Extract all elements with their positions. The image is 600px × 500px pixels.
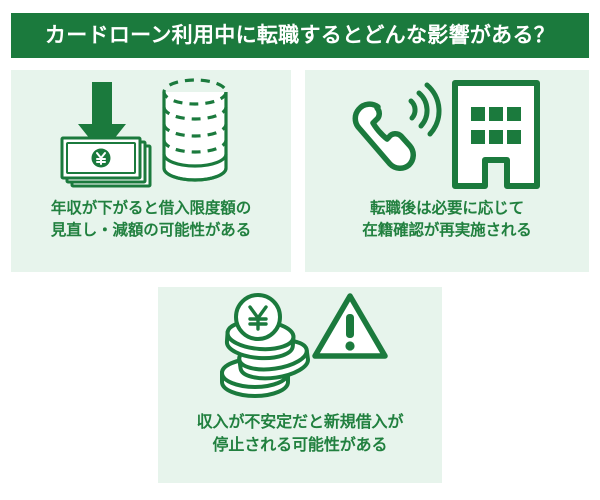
banknote-yen-icon <box>60 136 152 188</box>
card-employment-verification-icon-group <box>305 70 589 198</box>
phone-ringing-icon <box>352 82 442 171</box>
card-income-decrease-icon-group <box>11 70 291 198</box>
card-income-decrease-caption: 年収が下がると借入限度額の 見直し・減額の可能性がある <box>50 200 252 239</box>
yen-coin-pile-icon <box>220 293 310 398</box>
page-title: カードローン利用中に転職するとどんな影響がある？ <box>44 24 556 47</box>
card-employment-verification: 転職後は必要に応じて 在籍確認が再実施される <box>305 70 589 272</box>
office-building-icon <box>452 79 540 189</box>
warning-triangle-icon <box>312 293 388 359</box>
down-arrow-icon <box>78 82 126 154</box>
card-new-borrowing-suspended-caption: 収入が不安定だと新規借入が 停止される可能性がある <box>196 414 404 454</box>
card-new-borrowing-suspended: 収入が不安定だと新規借入が 停止される可能性がある <box>158 287 442 483</box>
card-employment-verification-caption: 転職後は必要に応じて 在籍確認が再実施される <box>362 200 532 239</box>
card-income-decrease: 年収が下がると借入限度額の 見直し・減額の可能性がある <box>11 70 291 272</box>
header-banner: カードローン利用中に転職するとどんな影響がある？ <box>11 13 589 58</box>
coin-stack-icon <box>162 78 228 182</box>
card-new-borrowing-suspended-icon-group <box>158 287 442 412</box>
